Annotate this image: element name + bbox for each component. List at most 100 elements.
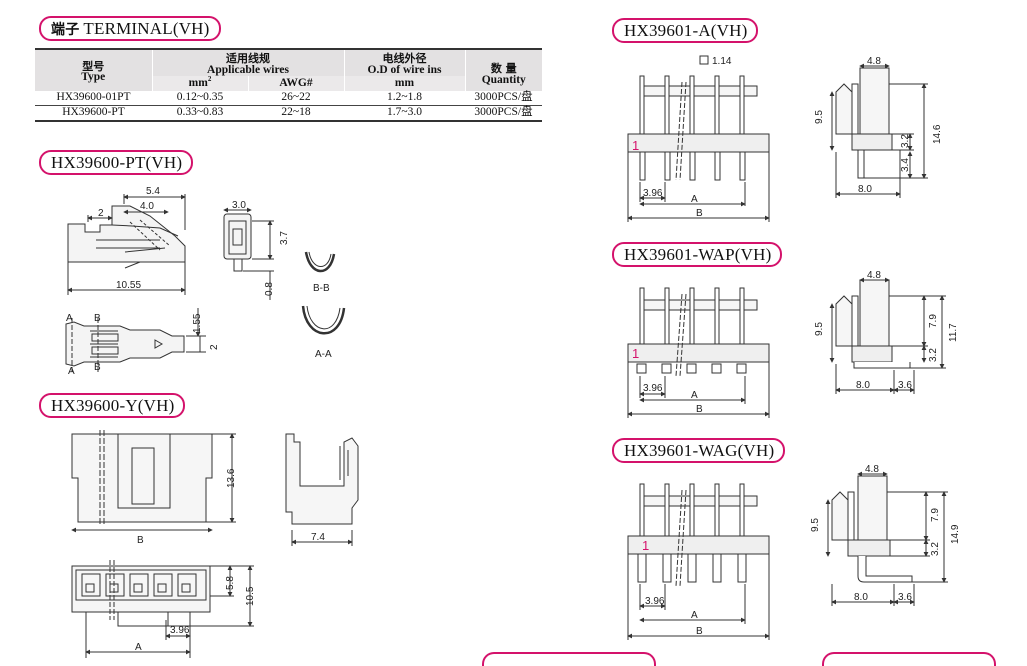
section-header-wap: HX39601-WAP(VH): [612, 242, 783, 267]
cell-type: HX39600-PT: [35, 105, 152, 122]
label-pt-b-top: B: [94, 313, 101, 324]
dim-wap-b: B: [696, 404, 703, 415]
dim-a-80: 8.0: [858, 184, 872, 195]
cell-od: 1.2~1.8: [344, 91, 465, 106]
dim-wap-32: 3.2: [928, 348, 939, 362]
pt-section-bb: [304, 251, 336, 273]
wap-side-view: [829, 277, 946, 394]
col-qty-en: Quantity: [481, 73, 526, 86]
dim-pt-40: 4.0: [140, 201, 154, 212]
dim-y-b: B: [137, 535, 144, 546]
y-side-view: [285, 433, 359, 546]
col-mm2-sup: 2: [207, 74, 212, 83]
dim-wag-48: 4.8: [865, 464, 879, 475]
dim-wap-36: 3.6: [898, 380, 912, 391]
cell-qty: 3000PCS/盘: [465, 91, 542, 106]
table-row: HX39600-PT 0.33~0.83 22~18 1.7~3.0 3000P…: [35, 105, 542, 122]
dim-a-146: 14.6: [932, 124, 943, 144]
header-terminal-en: TERMINAL(VH): [83, 19, 210, 38]
header-terminal-cn: 端子: [51, 22, 80, 38]
col-mm-header: mm: [343, 76, 465, 91]
section-header-pt: HX39600-PT(VH): [39, 150, 194, 175]
dim-y-105: 10.5: [245, 586, 256, 606]
wag-side-view: [825, 471, 948, 606]
dim-wag-b: B: [696, 626, 703, 637]
dim-a-95: 9.5: [814, 110, 825, 124]
dim-wap-396: 3.96: [643, 383, 663, 394]
dim-y-58: 5.8: [225, 576, 236, 590]
col-wires-cn: 适用线规: [226, 52, 270, 65]
dim-pt-08: 0.8: [264, 282, 275, 296]
cell-type: HX39600-01PT: [35, 91, 152, 106]
label-pt-a-bot: A: [68, 366, 75, 377]
wag-front-view: [627, 483, 770, 640]
pin1-wap: 1: [632, 346, 639, 361]
dim-wap-80: 8.0: [856, 380, 870, 391]
cell-od: 1.7~3.0: [344, 105, 465, 122]
dim-a-32: 3.2: [900, 134, 911, 148]
label-pt-a-top: A: [66, 313, 73, 324]
col-od-cn: 电线外径: [382, 52, 427, 65]
dim-wap-79: 7.9: [928, 314, 939, 328]
dim-pt-2b: 2: [209, 344, 220, 350]
table-row: HX39600-01PT 0.12~0.35 26~22 1.2~1.8 300…: [35, 91, 542, 106]
a-front-view: [627, 55, 770, 222]
dim-y-396: 3.96: [170, 625, 190, 636]
dim-a-48: 4.8: [867, 56, 881, 67]
pin1-a: 1: [632, 138, 639, 153]
col-mm2-header: mm2: [151, 74, 248, 91]
col-wires-header: 适用线规 Applicable wires: [151, 50, 344, 76]
label-pt-b-bot: B: [94, 362, 101, 373]
section-header-a: HX39601-A(VH): [612, 18, 759, 43]
pt-side-view: [67, 194, 186, 295]
col-awg-header: AWG#: [247, 76, 344, 91]
pt-top-view: [65, 308, 206, 372]
col-qty-header: 数 量 Quantity: [464, 50, 542, 91]
dim-y-136: 13.6: [226, 468, 237, 488]
dim-pt-30: 3.0: [232, 200, 246, 211]
section-header-cutoff-left: [482, 652, 656, 666]
section-header-y: HX39600-Y(VH): [39, 393, 186, 418]
dim-wag-396: 3.96: [645, 596, 665, 607]
dim-a-114: 1.14: [712, 56, 732, 67]
section-header-wag: HX39601-WAG(VH): [612, 438, 786, 463]
wap-front-view: [627, 287, 770, 418]
col-od-header: 电线外径 O.D of wire ins: [343, 50, 465, 76]
dim-wap-117: 11.7: [948, 323, 959, 342]
dim-wag-80: 8.0: [854, 592, 868, 603]
dim-wap-48: 4.8: [867, 270, 881, 281]
col-type-en: Type: [81, 71, 106, 83]
col-od-en: O.D of wire ins: [367, 63, 442, 76]
a-side-view: [829, 63, 928, 198]
y-front-view: [71, 430, 236, 533]
y-top-view: [71, 560, 254, 658]
dim-pt-2: 2: [98, 208, 104, 219]
dim-y-74: 7.4: [311, 532, 325, 543]
dim-wag-36: 3.6: [898, 592, 912, 603]
col-wires-en: Applicable wires: [207, 63, 289, 76]
label-pt-bb: B-B: [313, 283, 330, 294]
cell-qty: 3000PCS/盘: [465, 105, 542, 122]
cell-awg: 26~22: [248, 91, 344, 106]
col-type-cn: 型号: [82, 59, 105, 73]
dim-a-a: A: [691, 194, 698, 205]
pt-section-aa: [301, 305, 346, 335]
dim-y-a: A: [135, 642, 142, 653]
dim-wag-149: 14.9: [950, 524, 961, 544]
col-type-header: 型号 Type: [35, 50, 152, 91]
cell-mm2: 0.33~0.83: [152, 105, 248, 122]
pin1-wag: 1: [642, 538, 649, 553]
dim-a-34: 3.4: [900, 158, 911, 172]
dim-wag-79: 7.9: [930, 508, 941, 522]
dim-wag-32: 3.2: [930, 542, 941, 556]
dim-wap-a: A: [691, 390, 698, 401]
dim-pt-155: 1.55: [192, 313, 203, 333]
pt-front-view: [223, 207, 274, 300]
wire-spec-table: 型号 Type 适用线规 Applicable wires 电线外径 O.D o…: [35, 48, 542, 122]
dim-wap-95: 9.5: [814, 322, 825, 336]
label-pt-aa: A-A: [315, 349, 332, 360]
dim-wag-95: 9.5: [810, 518, 821, 532]
cell-mm2: 0.12~0.35: [152, 91, 248, 106]
